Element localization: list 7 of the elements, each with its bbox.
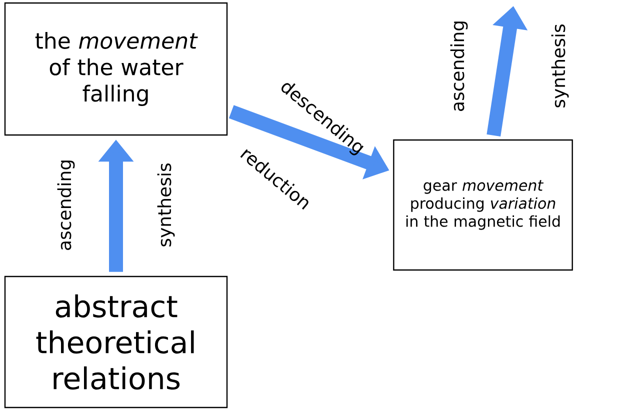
text-box: abstract theoretical relations [4,276,228,408]
arrow-label: synthesis [551,24,569,108]
arrow-label: ascending [57,160,75,250]
arrow-label: ascending [450,22,468,111]
text-box: gear movement producing variation in the magnetic field [393,139,573,271]
arrow-label: synthesis [157,164,175,246]
text-box: the movement of the water falling [4,2,228,136]
